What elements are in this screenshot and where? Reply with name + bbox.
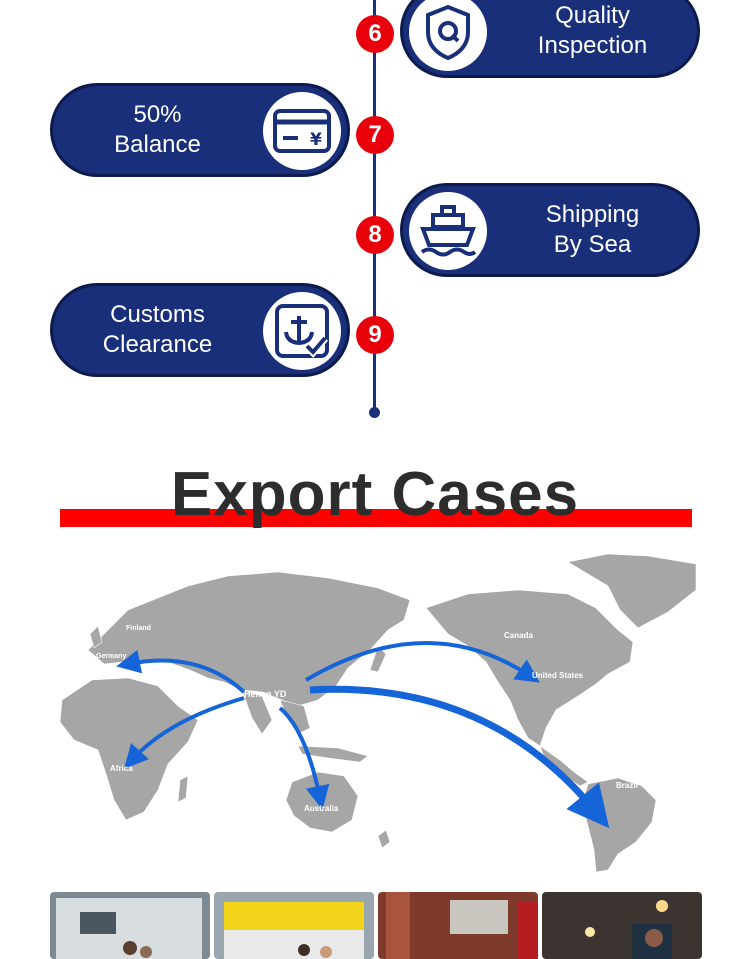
timeline-end-dot	[369, 407, 380, 418]
card-yen-icon: ¥	[263, 92, 341, 170]
map-label-united-states: United States	[532, 671, 584, 680]
section-title: Export Cases	[170, 460, 580, 529]
step-label-line1: 50%	[133, 101, 182, 128]
export-world-map: Henan YD Finland Germany France Spain Ca…	[59, 553, 697, 873]
export-case-photos	[50, 892, 702, 959]
case-photo-4	[542, 892, 702, 959]
map-label-brazil: Brazil	[616, 781, 638, 790]
arrow-to-united-states	[304, 641, 540, 683]
map-label-france: France	[82, 664, 105, 671]
madagascar-shape	[177, 775, 189, 803]
greenland-shape	[567, 553, 697, 629]
step-number-6: 6	[356, 15, 394, 53]
arrow-to-brazil	[309, 685, 610, 829]
arrow-to-australia	[278, 706, 330, 810]
case-photo-2	[214, 892, 374, 959]
map-label-spain: Spain	[62, 651, 81, 658]
eurasia-shape	[87, 571, 411, 707]
map-label-origin: Henan YD	[244, 689, 287, 699]
step-label-line2: By Sea	[553, 231, 632, 258]
ship-icon	[409, 192, 487, 270]
map-label-africa: Africa	[110, 764, 133, 773]
step-label-line2: Inspection	[537, 32, 648, 59]
title-underline-bar	[60, 509, 692, 527]
step-label-line1: Customs	[110, 301, 205, 328]
arrow-to-africa	[123, 696, 245, 769]
new-zealand-shape	[377, 829, 391, 849]
arrow-to-europe	[116, 649, 246, 694]
step-number-7: 7	[356, 116, 394, 154]
map-label-australia: Australia	[304, 804, 339, 813]
step-label-line1: Quality	[555, 2, 630, 29]
japan-shape	[369, 645, 387, 673]
anchor-check-icon	[263, 292, 341, 370]
case-photo-1	[50, 892, 210, 959]
q-shield-icon	[409, 0, 487, 71]
south-america-shape	[581, 777, 657, 873]
step-label-line2: Balance	[114, 131, 201, 158]
australia-shape	[285, 771, 359, 833]
north-america-shape	[425, 589, 634, 747]
step-balance: 50% Balance ¥	[50, 83, 350, 177]
case-photo-3	[378, 892, 538, 959]
step-label-line1: Shipping	[545, 201, 640, 228]
map-label-finland: Finland	[126, 625, 151, 632]
step-number-9: 9	[356, 316, 394, 354]
indonesia-shape	[297, 745, 369, 763]
step-label-line2: Clearance	[102, 331, 213, 358]
map-label-germany: Germany	[96, 653, 126, 660]
svg-text:¥: ¥	[310, 130, 322, 150]
step-shipping-by-sea: Shipping By Sea	[400, 183, 700, 277]
step-number-8: 8	[356, 216, 394, 254]
map-label-canada: Canada	[504, 631, 533, 640]
africa-shape	[59, 677, 199, 821]
timeline-line	[373, 0, 376, 412]
uk-shape	[89, 625, 103, 649]
